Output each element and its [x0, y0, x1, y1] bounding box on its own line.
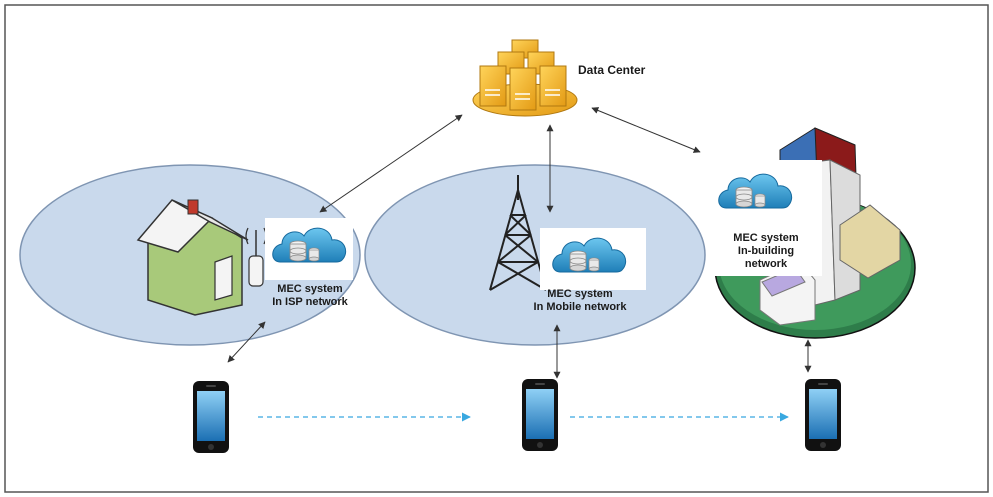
phone-icon-right — [805, 379, 841, 451]
mec-building-line1: MEC system — [733, 232, 799, 244]
phone-icon-middle — [522, 379, 558, 451]
data-center-label: Data Center — [578, 63, 646, 77]
data-center-icon — [472, 39, 578, 117]
arrow-datacenter-building — [591, 107, 701, 153]
mec-isp-line1: MEC system — [277, 283, 343, 295]
mec-building-box — [708, 160, 822, 276]
mec-mobile-box — [540, 228, 646, 290]
phone-icon-left — [193, 381, 229, 453]
arrow-datacenter-isp — [319, 114, 463, 213]
mec-isp-line2: In ISP network — [272, 296, 348, 308]
mec-building-label: MEC system In-building network — [716, 232, 816, 271]
mec-isp-label: MEC system In ISP network — [262, 283, 358, 309]
mec-isp-box — [265, 218, 353, 280]
mec-building-line2: In-building — [737, 245, 795, 257]
mec-building-line3: network — [744, 258, 788, 270]
mobile-network-ellipse — [364, 164, 706, 346]
mec-mobile-label: MEC system In Mobile network — [520, 288, 640, 314]
house-icon — [136, 199, 249, 316]
router-icon — [245, 227, 267, 287]
mec-mobile-line2: In Mobile network — [533, 301, 627, 313]
arrow-isp-phone — [227, 321, 266, 363]
mec-mobile-line1: MEC system — [547, 288, 613, 300]
